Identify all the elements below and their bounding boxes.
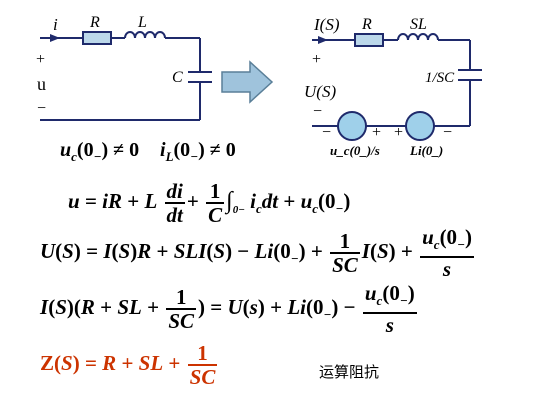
initial-condition-uc: uc(0−) ≠ 0 xyxy=(60,139,140,164)
operational-impedance-note: 运算阻抗 xyxy=(319,363,380,381)
left-voltage-label: u xyxy=(37,74,46,94)
right-current-arrow xyxy=(318,36,328,44)
right-inductor-label: SL xyxy=(410,16,427,33)
source-uc-circle xyxy=(337,111,367,141)
left-resistor-label: R xyxy=(89,14,100,31)
left-current-label: i xyxy=(53,15,58,34)
right-resistor-label: R xyxy=(361,16,372,33)
source-li-minus: − xyxy=(443,124,452,141)
source-uc-minus: − xyxy=(322,124,331,141)
right-current-label: I(S) xyxy=(313,15,340,34)
right-inductor xyxy=(397,33,439,41)
source-li-circle xyxy=(405,111,435,141)
right-circuit xyxy=(312,33,482,127)
left-minus-sign: − xyxy=(37,100,46,117)
right-minus-sign: − xyxy=(313,103,322,120)
initial-condition-il: iL(0−) ≠ 0 xyxy=(160,139,236,164)
source-uc-label: u_c(0_)/s xyxy=(330,143,380,158)
left-inductor-label: L xyxy=(137,14,147,31)
right-capacitor-label: 1/SC xyxy=(425,70,455,86)
source-uc-plus: + xyxy=(372,124,381,141)
right-voltage-label: U(S) xyxy=(304,82,336,101)
source-li-plus: + xyxy=(394,124,403,141)
source-li-label: Li(0_) xyxy=(409,143,443,158)
left-resistor xyxy=(82,31,112,45)
left-current-arrow xyxy=(50,34,60,42)
left-capacitor-label: C xyxy=(172,69,183,86)
left-inductor xyxy=(124,31,166,39)
left-circuit xyxy=(40,31,212,121)
right-plus-sign: + xyxy=(312,51,321,68)
right-resistor xyxy=(354,33,384,47)
transform-arrow xyxy=(221,60,274,104)
left-plus-sign: + xyxy=(36,51,45,68)
